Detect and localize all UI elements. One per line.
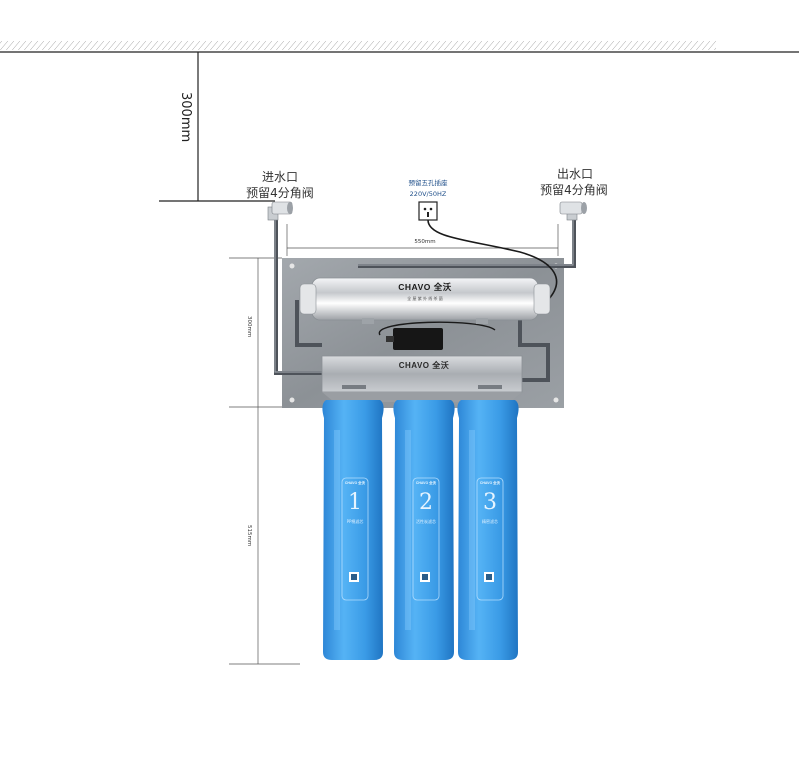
uv-sterilizer-tube bbox=[299, 277, 551, 324]
uv-tube-brand: CHAVO 全沃 bbox=[398, 282, 452, 292]
filter-number: 3 bbox=[483, 490, 497, 515]
filter-number: 1 bbox=[348, 490, 362, 515]
inlet-valve bbox=[267, 201, 293, 221]
power-socket-icon bbox=[418, 201, 438, 221]
uv-tube-subtitle: 全 屋 紫 外 线 杀 菌 bbox=[407, 296, 443, 301]
ceiling-dimension-line bbox=[159, 52, 275, 202]
outlet-valve bbox=[559, 201, 587, 221]
pipes bbox=[274, 218, 576, 382]
pipe-highlights bbox=[274, 218, 574, 373]
filter-name: 精密滤芯 bbox=[482, 519, 498, 524]
outlet-title: 出水口 bbox=[556, 167, 593, 181]
width-dimension-line bbox=[286, 224, 559, 256]
filter-cartridge-3 bbox=[457, 400, 519, 660]
ballast-box bbox=[386, 328, 443, 350]
socket-title: 预留五孔插座 bbox=[408, 179, 448, 187]
filter-cartridge-2 bbox=[393, 400, 455, 660]
filter-name: PP棉滤芯 bbox=[346, 519, 364, 524]
socket-spec: 220V/50HZ bbox=[409, 190, 447, 198]
inlet-title: 进水口 bbox=[261, 170, 298, 184]
inlet-subtitle: 预留4分角阀 bbox=[246, 186, 314, 200]
outlet-subtitle: 预留4分角阀 bbox=[540, 183, 608, 197]
filter-brand: CHAVO 全沃 bbox=[344, 481, 366, 485]
filter-brand: CHAVO 全沃 bbox=[415, 481, 437, 485]
filter-number: 2 bbox=[419, 490, 433, 515]
ceiling-dimension-label: 300mm bbox=[178, 92, 193, 143]
upper-height-dimension-label: 300mm bbox=[246, 316, 252, 338]
width-dimension-label: 550mm bbox=[414, 239, 436, 245]
filter-housing-head bbox=[321, 355, 523, 402]
filter-cartridges bbox=[322, 400, 519, 660]
filter-name: 活性炭滤芯 bbox=[416, 519, 436, 524]
housing-head-brand: CHAVO 全沃 bbox=[398, 361, 450, 370]
filter-brand: CHAVO 全沃 bbox=[479, 481, 501, 485]
filter-cartridge-1 bbox=[322, 400, 384, 660]
power-cable bbox=[379, 219, 558, 336]
ceiling bbox=[0, 41, 799, 53]
lower-height-dimension-label: 515mm bbox=[246, 525, 252, 547]
